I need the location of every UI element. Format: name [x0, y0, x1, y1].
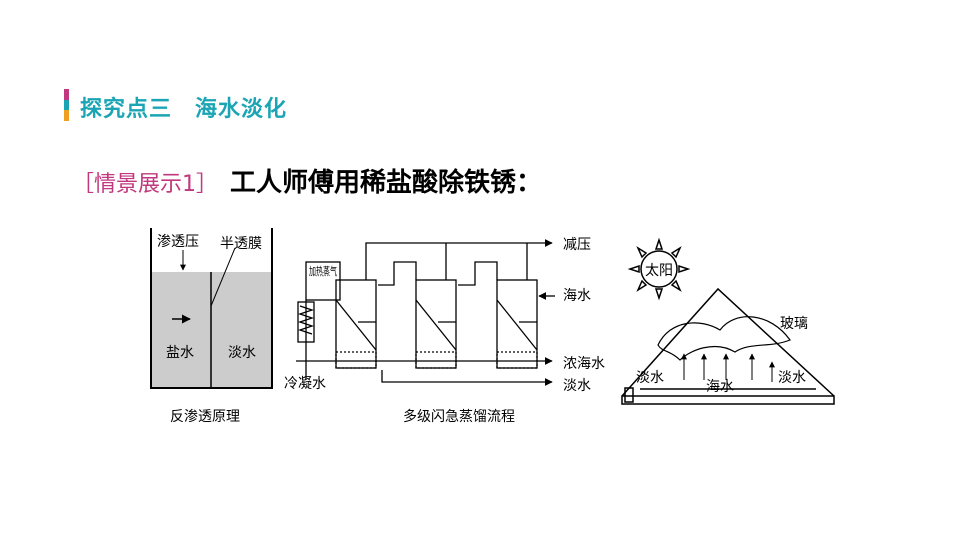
section-title: 探究点三 海水淡化 [80, 97, 288, 122]
caption-flash-distillation: 多级闪急蒸馏流程 [403, 408, 515, 425]
solar-still-labels: 太阳 玻璃 淡水 海水 淡水 [636, 263, 808, 395]
vapor-cloud [657, 316, 791, 361]
flash-chamber-1 [335, 279, 377, 369]
label-heating-steam: 加热蒸气 [309, 264, 337, 278]
caption-reverse-osmosis: 反渗透原理 [170, 409, 240, 425]
connector-1-2 [378, 261, 417, 286]
glass-roof [621, 287, 835, 397]
flash-chamber-2 [415, 279, 457, 369]
label-membrane: 半透膜 [220, 236, 262, 252]
marker-teal [64, 99, 69, 111]
reduced-pressure-line [365, 239, 553, 280]
label-solar-fresh-left: 淡水 [636, 370, 664, 386]
label-solar-seawater: 海水 [706, 379, 734, 395]
label-salt-water: 盐水 [166, 345, 194, 361]
scenario-text: 工人师傅用稀盐酸除铁锈： [230, 168, 543, 198]
label-flash-fresh-water: 淡水 [563, 378, 591, 394]
fresh-water-outlet-left [624, 387, 634, 403]
fresh-water-outlet [381, 370, 553, 386]
label-seawater: 海水 [563, 288, 591, 304]
heating-steam-box [305, 261, 341, 301]
flash-chamber-3 [496, 279, 538, 369]
flash-distillation-labels: 减压 加热蒸气 海水 浓海水 淡水 冷凝水 多级闪急蒸馏流程 [284, 237, 605, 425]
label-glass: 玻璃 [780, 315, 808, 332]
marker-orange [64, 110, 69, 121]
label-reduced-pressure: 减压 [563, 237, 591, 253]
marker-pink [64, 89, 69, 100]
label-condensed-water: 冷凝水 [284, 376, 326, 392]
label-fresh-water: 淡水 [228, 345, 256, 361]
label-osmotic-pressure: 渗透压 [157, 234, 199, 250]
flash-distillation-figure [296, 239, 555, 386]
solar-still-figure [621, 237, 835, 405]
connector-2-3 [458, 261, 498, 286]
membrane-leader [210, 247, 236, 307]
sun-icon [627, 237, 691, 301]
section-marker [64, 89, 69, 121]
basin [621, 395, 835, 405]
label-solar-fresh-right: 淡水 [778, 370, 806, 386]
reverse-osmosis-figure: 渗透压 半透膜 盐水 淡水 反渗透原理 [150, 228, 273, 425]
label-sun: 太阳 [645, 263, 673, 279]
scenario-label: ［情景展示1］ [72, 172, 218, 197]
label-concentrated-seawater: 浓海水 [563, 356, 605, 372]
